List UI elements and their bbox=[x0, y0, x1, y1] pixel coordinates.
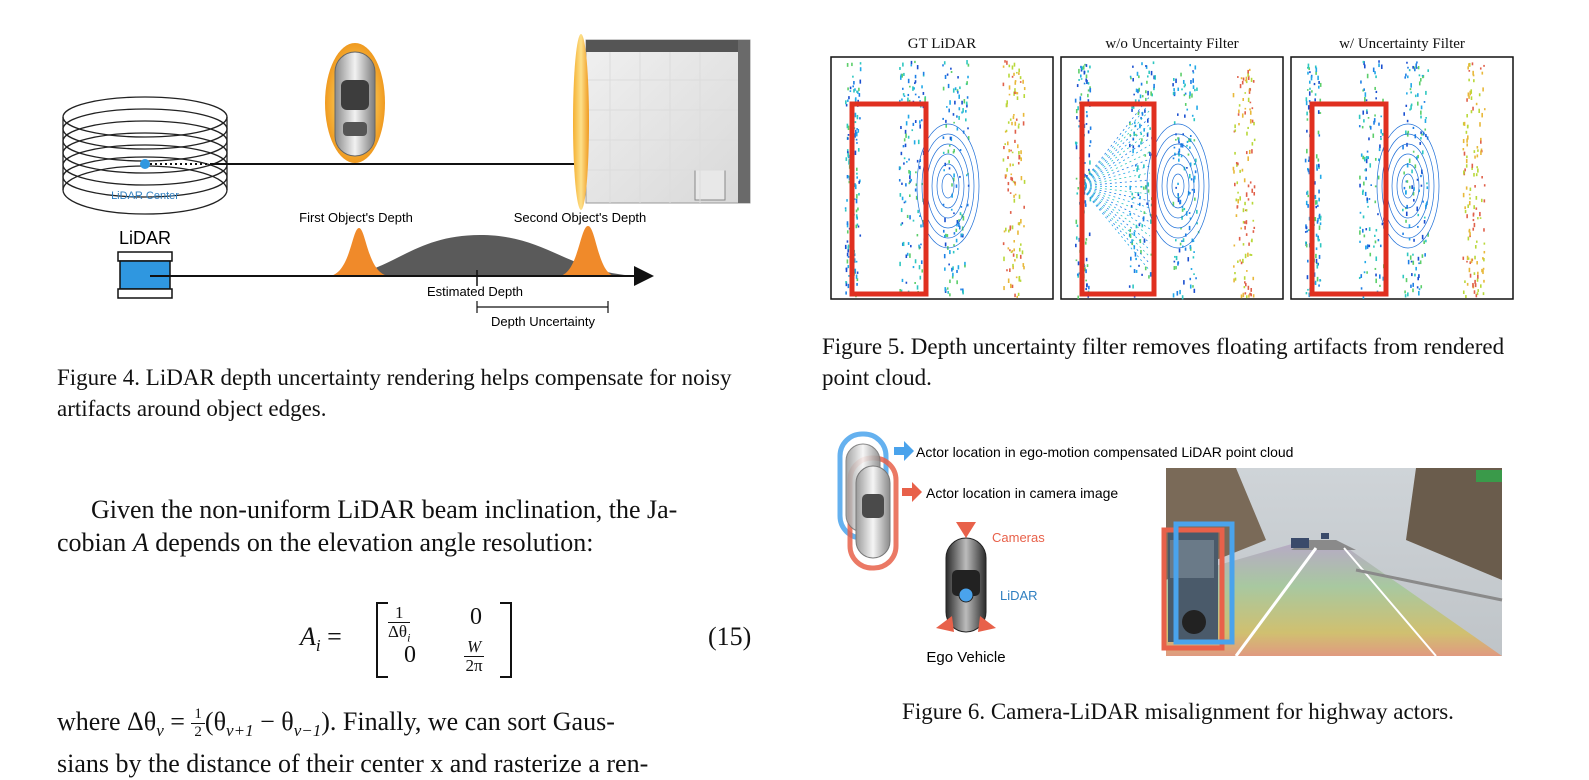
estimated-depth-label: Estimated Depth bbox=[427, 284, 523, 299]
paragraph-1-line-1: Given the non-uniform LiDAR beam inclina… bbox=[91, 495, 678, 524]
lidar-label: LiDAR bbox=[119, 228, 171, 248]
point-cloud-panels bbox=[830, 56, 1514, 300]
photo-blue-box bbox=[1173, 521, 1235, 645]
first-depth-label: First Object's Depth bbox=[299, 210, 413, 225]
second-depth-peak bbox=[558, 226, 616, 276]
body-paragraph-1: Given the non-uniform LiDAR beam inclina… bbox=[57, 493, 763, 559]
figure-6-diagram: Actor location in ego-motion compensated… bbox=[837, 431, 1503, 666]
ego-vehicle-label: Ego Vehicle bbox=[926, 649, 1005, 666]
panel-title-with-filter: w/ Uncertainty Filter bbox=[1339, 36, 1465, 52]
legend-blue: Actor location in ego-motion compensated… bbox=[916, 444, 1293, 460]
figure-6-caption: Figure 6. Camera-LiDAR misalignment for … bbox=[902, 699, 1454, 724]
highway-camera-photo bbox=[1161, 468, 1503, 657]
blue-arrow-icon bbox=[894, 441, 914, 461]
paragraph-1-line-2: cobian A depends on the elevation angle … bbox=[57, 528, 594, 557]
figure-4: LiDAR Center First Object's Depth Second bbox=[50, 30, 770, 340]
camera-rear-right-icon bbox=[978, 616, 996, 632]
figure-5: GT LiDAR w/o Uncertainty Filter w/ Uncer… bbox=[830, 36, 1514, 304]
ego-lidar-label: LiDAR bbox=[1000, 588, 1038, 603]
cameras-label: Cameras bbox=[992, 530, 1045, 545]
first-depth-peak bbox=[328, 228, 390, 276]
camera-front-icon bbox=[956, 522, 976, 538]
red-arrow-icon bbox=[902, 482, 922, 502]
lidar-center-dot bbox=[140, 159, 150, 169]
estimated-depth-distribution bbox=[335, 235, 645, 276]
depth-uncertainty-label: Depth Uncertainty bbox=[491, 314, 596, 329]
panel-with-filter bbox=[1290, 56, 1514, 300]
eq-a21: 0 bbox=[404, 642, 416, 668]
lidar-center-label: LiDAR Center bbox=[111, 190, 179, 202]
eq-a12: 0 bbox=[470, 604, 482, 630]
second-depth-label: Second Object's Depth bbox=[514, 210, 647, 225]
photo-red-box bbox=[1161, 527, 1225, 651]
panel-title-without-filter: w/o Uncertainty Filter bbox=[1105, 36, 1239, 52]
second-object-building-icon bbox=[573, 34, 751, 210]
ego-vehicle-icon bbox=[936, 522, 996, 633]
highlight-box bbox=[849, 101, 929, 297]
highlight-box bbox=[1079, 101, 1157, 297]
ego-lidar-dot bbox=[958, 587, 974, 603]
legend-red: Actor location in camera image bbox=[926, 485, 1118, 501]
figure-4-diagram: LiDAR Center First Object's Depth Second bbox=[62, 34, 751, 329]
lidar-cylinder-icon bbox=[62, 96, 228, 215]
figure-5-caption: Figure 5. Depth uncertainty filter remov… bbox=[822, 334, 1505, 390]
panel-gt-lidar bbox=[830, 56, 1054, 300]
figure-4-caption: Figure 4. LiDAR depth uncertainty render… bbox=[57, 365, 732, 421]
highlight-box bbox=[1309, 101, 1389, 297]
paragraph-2-line-2: sians by the distance of their center x … bbox=[57, 749, 649, 779]
camera-rear-left-icon bbox=[936, 616, 954, 632]
equation-number: (15) bbox=[708, 622, 752, 651]
first-object-car-icon bbox=[325, 43, 385, 163]
panel-title-gt-lidar: GT LiDAR bbox=[907, 36, 977, 52]
actor-car-icon bbox=[845, 443, 891, 559]
panel-without-filter bbox=[1060, 56, 1284, 300]
figure-6: Actor location in ego-motion compensated… bbox=[836, 430, 1516, 670]
